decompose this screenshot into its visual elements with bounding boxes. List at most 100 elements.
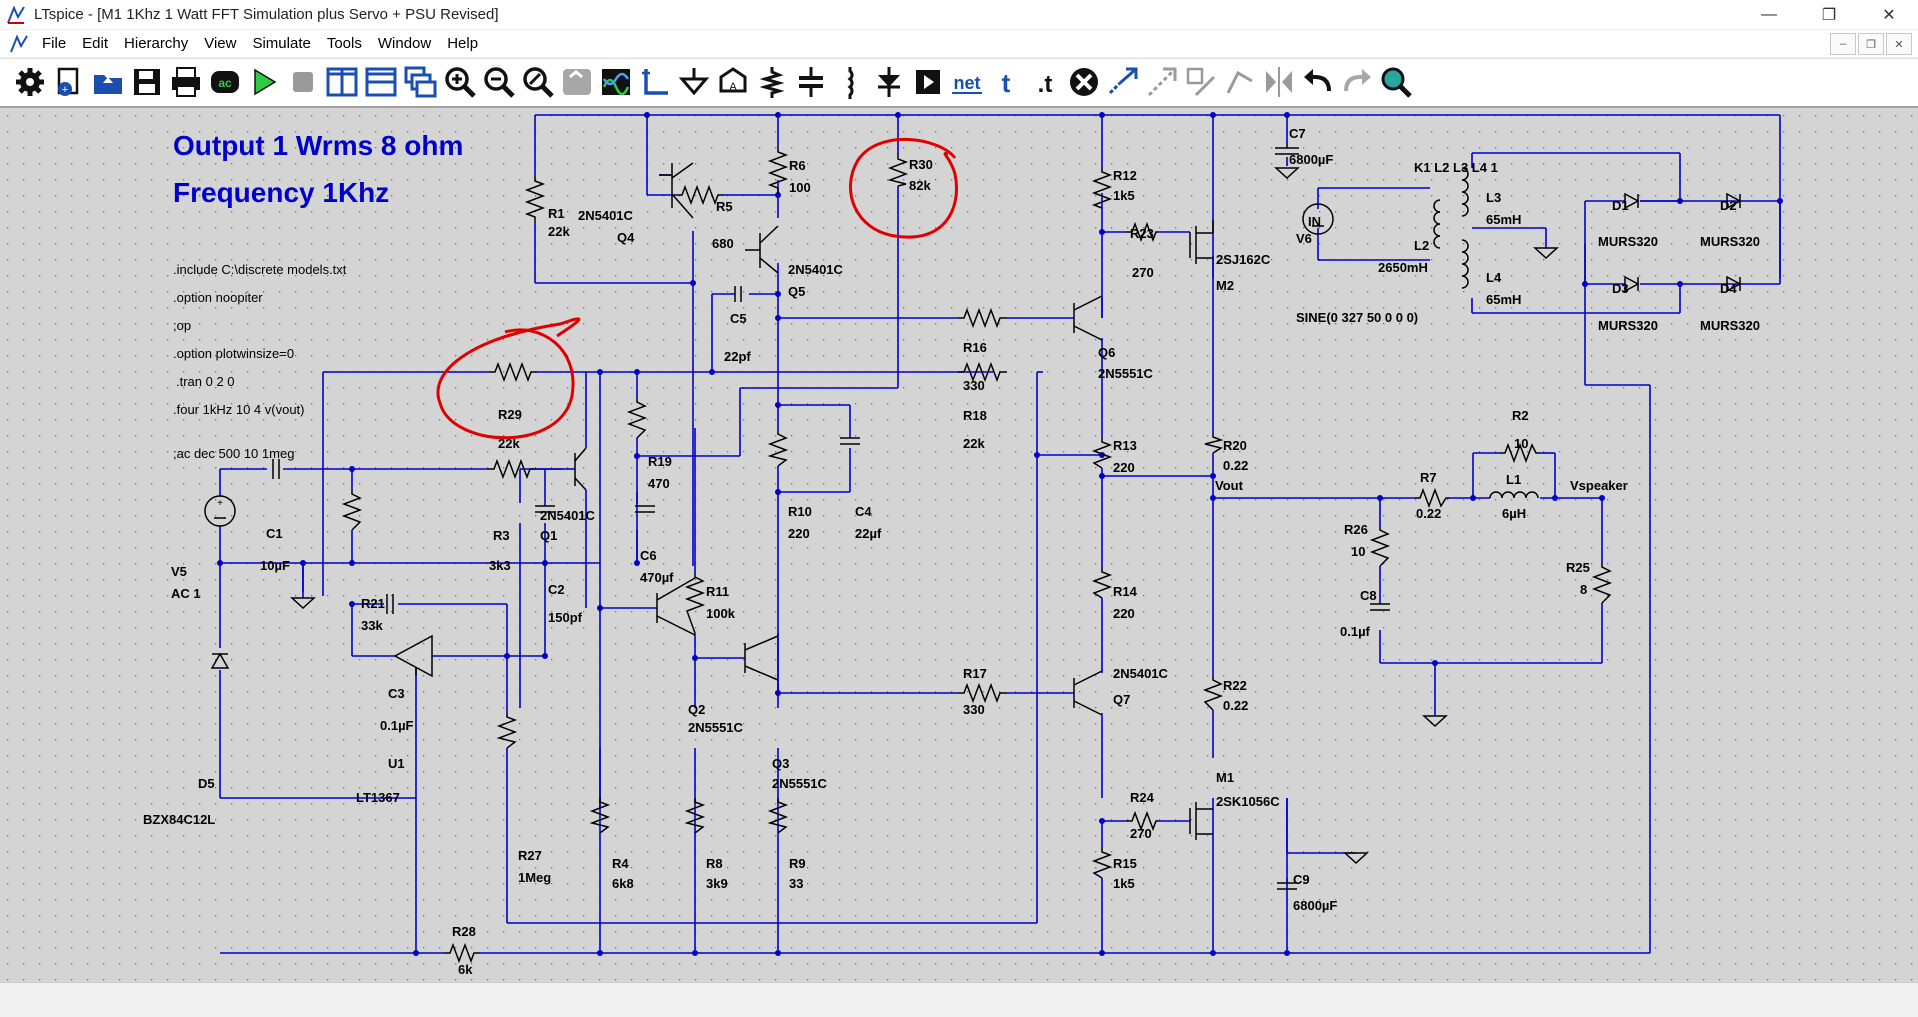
resistor-R20[interactable] <box>1204 433 1224 454</box>
directive-four[interactable]: .four 1kHz 10 4 v(vout) <box>173 402 305 417</box>
drag-icon[interactable] <box>1184 65 1218 99</box>
settings-gear-icon[interactable] <box>13 65 47 99</box>
maximize-button[interactable]: ❐ <box>1821 6 1837 24</box>
opamp-U1[interactable] <box>393 634 433 678</box>
transistor-Q6[interactable] <box>1073 295 1103 341</box>
resistor-R26[interactable] <box>1369 526 1391 567</box>
undo-icon[interactable] <box>1301 65 1335 99</box>
run-ac-icon[interactable]: ac <box>208 65 242 99</box>
inductor-L4[interactable] <box>1461 239 1469 289</box>
resistor-R4[interactable] <box>589 798 611 834</box>
draw-wire-icon[interactable] <box>638 65 672 99</box>
resistor-R21[interactable] <box>341 490 363 531</box>
menu-file[interactable]: File <box>42 35 67 52</box>
resistor-icon[interactable] <box>755 65 789 99</box>
heading-frequency[interactable]: Frequency 1Khz <box>173 177 389 208</box>
save-icon[interactable] <box>130 65 164 99</box>
resistor-R23[interactable] <box>1126 221 1158 243</box>
resistor-R25[interactable] <box>1591 563 1613 604</box>
menu-hierarchy[interactable]: Hierarchy <box>124 35 189 52</box>
zoom-fit-icon[interactable] <box>521 65 555 99</box>
resistor-R8[interactable] <box>684 798 706 834</box>
transistor-Q1[interactable] <box>574 447 587 491</box>
transistor-Q3[interactable] <box>744 635 779 681</box>
new-schematic-icon[interactable]: + <box>53 65 87 99</box>
resistor-R27[interactable] <box>496 713 518 749</box>
resistor-R18[interactable] <box>958 361 1007 383</box>
spice-directive-icon[interactable]: .t <box>1028 65 1062 99</box>
transistor-Q5[interactable] <box>745 225 779 274</box>
diode-icon[interactable] <box>872 65 906 99</box>
resistor-R9[interactable] <box>767 798 789 834</box>
resistor-R17[interactable] <box>958 682 1007 704</box>
net-label-vout[interactable]: Vout <box>1215 478 1244 493</box>
autorange-icon[interactable] <box>560 65 594 99</box>
find-icon[interactable] <box>1379 65 1413 99</box>
transistor-Q2[interactable] <box>656 577 696 636</box>
menu-edit[interactable]: Edit <box>82 35 109 52</box>
transistor-Q7[interactable] <box>1073 670 1103 716</box>
capacitor-C4[interactable] <box>840 437 860 445</box>
menu-window[interactable]: Window <box>377 35 432 52</box>
halt-icon[interactable] <box>286 65 320 99</box>
resistor-R19[interactable] <box>626 398 648 439</box>
menu-simulate[interactable]: Simulate <box>252 35 311 52</box>
capacitor-C6[interactable] <box>635 505 655 513</box>
capacitor-icon[interactable] <box>794 65 828 99</box>
zoom-in-icon[interactable] <box>443 65 477 99</box>
capacitor-C5[interactable] <box>734 286 742 302</box>
resistor-R2[interactable] <box>1500 442 1540 464</box>
net-label-vspeaker[interactable]: Vspeaker <box>1570 478 1628 493</box>
resistor-R15[interactable] <box>1091 848 1113 879</box>
directive-op[interactable]: ;op <box>173 318 191 333</box>
resistor-R28[interactable] <box>444 942 480 964</box>
diode-D5[interactable] <box>210 652 230 669</box>
resistor-R14[interactable] <box>1091 568 1113 599</box>
inductor-L3[interactable] <box>1461 167 1469 217</box>
heading-output[interactable]: Output 1 Wrms 8 ohm <box>173 130 463 161</box>
move-icon[interactable] <box>1145 65 1179 99</box>
capacitor-C3[interactable] <box>386 594 394 614</box>
rotate-icon[interactable] <box>1223 65 1257 99</box>
source-V5[interactable]: + <box>204 495 236 527</box>
mosfet-M1[interactable] <box>1189 802 1213 840</box>
mdi-close-button[interactable]: ✕ <box>1886 33 1912 55</box>
close-button[interactable]: ✕ <box>1882 6 1896 24</box>
schematic-canvas[interactable]: + Output 1 Wrms 8 ohm Frequency 1Khz .in… <box>0 108 1918 984</box>
resistor-R10[interactable] <box>767 430 789 467</box>
zoom-out-icon[interactable] <box>482 65 516 99</box>
tile-vertical-icon[interactable] <box>325 65 359 99</box>
resistor-R29[interactable] <box>489 361 537 383</box>
resistor-R12[interactable] <box>1091 168 1113 209</box>
menu-help[interactable]: Help <box>447 35 479 52</box>
resistor-R7[interactable] <box>1415 487 1450 509</box>
mdi-restore-button[interactable]: ❐ <box>1858 33 1884 55</box>
resistor-R22[interactable] <box>1202 676 1224 711</box>
capacitor-C2[interactable] <box>535 505 555 513</box>
resistor-R24[interactable] <box>1126 810 1158 832</box>
duplicate-icon[interactable] <box>1106 65 1140 99</box>
spice-net-icon[interactable]: net <box>950 65 984 99</box>
run-icon[interactable] <box>247 65 281 99</box>
directive-noopiter[interactable]: .option noopiter <box>173 290 263 305</box>
inductor-icon[interactable] <box>833 65 867 99</box>
tile-horizontal-icon[interactable] <box>364 65 398 99</box>
resistor-R11[interactable] <box>684 573 706 634</box>
schematic-editor[interactable]: + Output 1 Wrms 8 ohm Frequency 1Khz .in… <box>0 106 1918 984</box>
directive-plotwinsize[interactable]: .option plotwinsize=0 <box>173 346 294 361</box>
diode-D3[interactable] <box>1624 275 1640 293</box>
directive-ac[interactable]: ;ac dec 500 10 1meg <box>173 446 294 461</box>
minimize-button[interactable]: — <box>1761 5 1777 23</box>
component-icon[interactable] <box>911 65 945 99</box>
capacitor-C9[interactable] <box>1277 882 1297 890</box>
document-icon[interactable] <box>8 33 30 55</box>
label-net-icon[interactable]: A <box>716 65 750 99</box>
text-icon[interactable]: t <box>989 65 1023 99</box>
print-icon[interactable] <box>169 65 203 99</box>
net-label-in[interactable]: IN <box>1308 214 1321 229</box>
resistor-R30[interactable] <box>887 153 909 187</box>
diode-D4[interactable] <box>1726 275 1742 293</box>
resistor-R16[interactable] <box>958 307 1007 329</box>
inductor-L2[interactable] <box>1433 199 1441 249</box>
cascade-windows-icon[interactable] <box>403 65 437 99</box>
